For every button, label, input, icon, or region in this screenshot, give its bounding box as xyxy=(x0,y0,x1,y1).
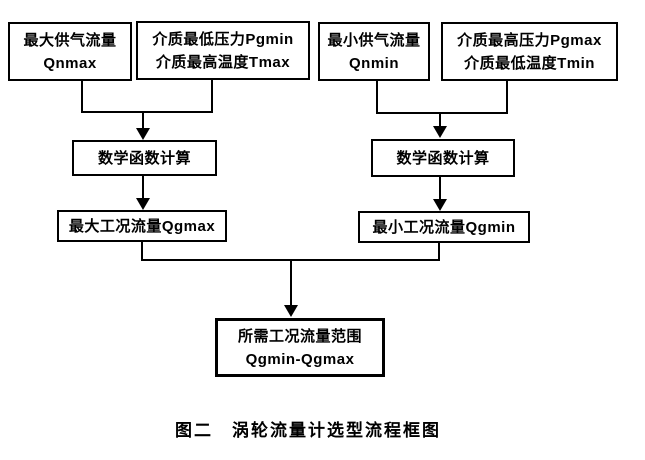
node-min-supply-flow: 最小供气流量 Qnmin xyxy=(318,22,430,81)
node-max-pressure-min-temp: 介质最高压力Pgmax 介质最低温度Tmin xyxy=(441,22,618,81)
node-math-function-right: 数学函数计算 xyxy=(371,139,515,177)
arrowhead-into-math-right xyxy=(433,126,447,138)
edge-math-left-to-qgmax xyxy=(136,176,150,210)
node-max-supply-flow: 最大供气流量 Qnmax xyxy=(8,22,132,81)
node-required-flow-range: 所需工况流量范围 Qgmin-Qgmax xyxy=(215,318,385,377)
edge-math-right-to-qgmin xyxy=(433,177,447,211)
arrowhead-into-qgmin xyxy=(433,199,447,211)
node-min-supply-flow-line1: 最小供气流量 xyxy=(327,31,421,49)
node-max-pressure-line: 介质最高压力Pgmax xyxy=(457,31,602,49)
node-min-operating-flow-label: 最小工况流量Qgmin xyxy=(372,218,516,236)
node-min-pressure-line: 介质最低压力Pgmin xyxy=(152,30,294,48)
node-math-function-left: 数学函数计算 xyxy=(72,140,217,176)
edge-right-merge xyxy=(376,80,508,138)
node-required-flow-range-line2: Qgmin-Qgmax xyxy=(245,350,355,368)
node-min-supply-flow-line2: Qnmin xyxy=(349,54,399,72)
node-max-operating-flow-label: 最大工况流量Qgmax xyxy=(68,217,216,235)
node-min-operating-flow: 最小工况流量Qgmin xyxy=(358,211,530,243)
figure-caption: 图二 涡轮流量计选型流程框图 xyxy=(175,421,441,440)
arrowhead-into-math-left xyxy=(136,128,150,140)
node-max-temp-line: 介质最高温度Tmax xyxy=(155,53,291,71)
node-math-function-left-label: 数学函数计算 xyxy=(97,149,191,167)
node-max-supply-flow-line1: 最大供气流量 xyxy=(23,31,117,49)
edge-left-merge xyxy=(81,80,213,140)
node-math-function-right-label: 数学函数计算 xyxy=(396,149,490,167)
edge-bottom-merge xyxy=(141,242,440,317)
arrowhead-into-result xyxy=(284,305,298,317)
node-required-flow-range-line1: 所需工况流量范围 xyxy=(237,327,362,345)
node-min-temp-line: 介质最低温度Tmin xyxy=(464,54,595,72)
node-max-supply-flow-line2: Qnmax xyxy=(43,54,97,72)
node-min-pressure-max-temp: 介质最低压力Pgmin 介质最高温度Tmax xyxy=(136,21,310,80)
node-max-operating-flow: 最大工况流量Qgmax xyxy=(57,210,227,242)
arrowhead-into-qgmax xyxy=(136,198,150,210)
